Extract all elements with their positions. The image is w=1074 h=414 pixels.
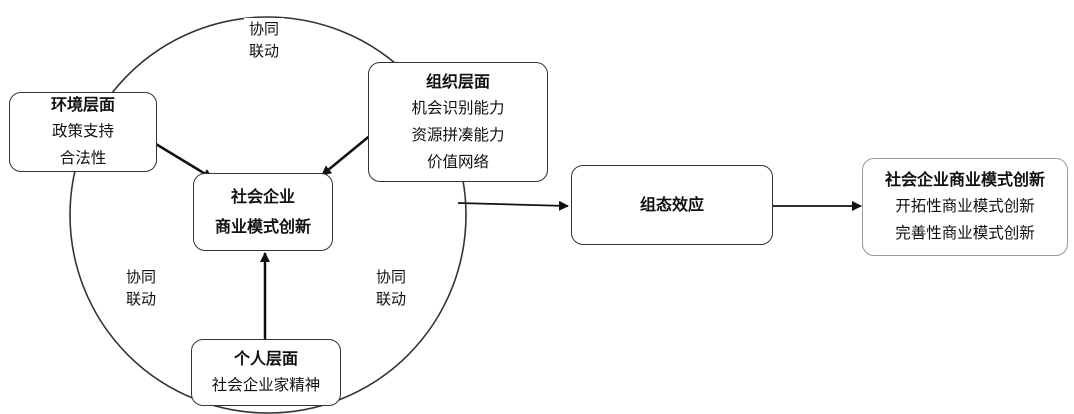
synergy-label-left: 协同 联动 xyxy=(121,266,161,310)
synergy-label-left-line1: 协同 xyxy=(125,268,156,286)
synergy-label-top: 协同 联动 xyxy=(244,18,284,62)
center-line1: 社会企业 xyxy=(230,187,295,206)
outcome-line: 开拓性商业模式创新 xyxy=(895,197,1035,215)
individual-level-box: 个人层面 社会企业家精神 xyxy=(191,339,341,406)
synergy-label-right-line1: 协同 xyxy=(375,268,406,286)
center-line2: 商业模式创新 xyxy=(214,217,311,236)
synergy-circle xyxy=(69,16,467,414)
configuration-effect-title: 组态效应 xyxy=(639,195,704,214)
individual-level-title: 个人层面 xyxy=(233,349,298,368)
synergy-label-top-line1: 协同 xyxy=(248,20,279,38)
synergy-label-top-line2: 联动 xyxy=(248,42,279,60)
org-level-line: 资源拼凑能力 xyxy=(411,125,505,144)
env-level-line: 合法性 xyxy=(59,149,107,167)
arrow-org-to-center xyxy=(321,133,373,176)
arrow-circle-to-effect xyxy=(457,200,569,211)
synergy-label-right: 协同 联动 xyxy=(371,266,411,310)
org-level-line: 价值网络 xyxy=(426,152,489,171)
synergy-label-left-line2: 联动 xyxy=(125,290,156,308)
center-box: 社会企业 商业模式创新 xyxy=(193,173,333,251)
individual-level-line: 社会企业家精神 xyxy=(211,376,321,394)
arrow-env-to-center xyxy=(145,136,213,180)
env-level-line: 政策支持 xyxy=(51,122,114,140)
configuration-effect-box: 组态效应 xyxy=(571,165,773,245)
org-level-title: 组织层面 xyxy=(425,71,490,91)
org-level-box: 组织层面 机会识别能力 资源拼凑能力 价值网络 xyxy=(368,62,548,182)
outcome-title: 社会企业商业模式创新 xyxy=(884,170,1045,189)
env-level-box: 环境层面 政策支持 合法性 xyxy=(9,92,157,172)
env-level-title: 环境层面 xyxy=(50,95,115,114)
org-level-line: 机会识别能力 xyxy=(411,98,505,117)
synergy-label-right-line2: 联动 xyxy=(375,290,406,308)
outcome-line: 完善性商业模式创新 xyxy=(895,224,1035,242)
outcome-box: 社会企业商业模式创新 开拓性商业模式创新 完善性商业模式创新 xyxy=(862,158,1068,256)
